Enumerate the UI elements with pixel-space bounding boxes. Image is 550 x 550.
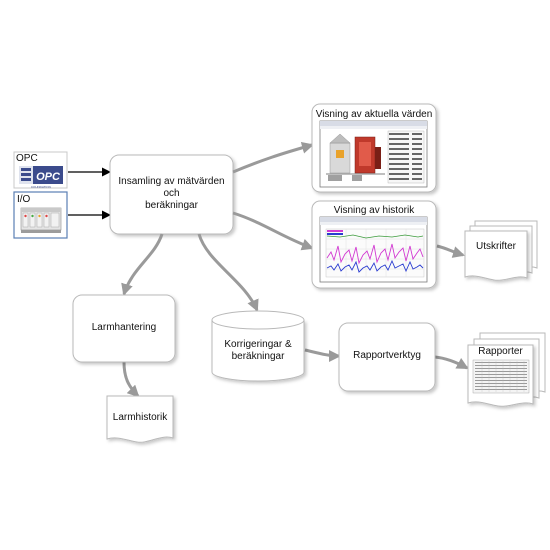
reports-table-thumbnail — [472, 359, 530, 394]
arrow-collect-to-corrections — [197, 233, 259, 312]
opc-logo: OPC FOUNDATION — [19, 166, 63, 189]
current-values-screenshot — [319, 120, 428, 188]
alarm-history-label: Larmhistorik — [112, 412, 168, 423]
corrections-database — [211, 310, 305, 382]
arrow-collect-to-current-values — [232, 141, 314, 174]
printouts-label: Utskrifter — [476, 241, 516, 252]
io-source — [13, 191, 68, 239]
arrow-alarm-to-history — [122, 361, 140, 398]
arrow-corrections-to-report-tool — [304, 348, 341, 362]
arrow-collect-to-alarm — [121, 233, 164, 296]
history-screenshot — [319, 216, 428, 283]
current-values-panel: Visning av aktuella värden — [311, 103, 437, 193]
arrow-history-to-printouts — [436, 244, 465, 258]
collect-node — [109, 154, 234, 235]
corrections-line2: beräkningar — [231, 351, 285, 362]
history-trend-green — [326, 234, 424, 239]
reports-doc-stack — [467, 332, 546, 407]
opc-logo-subtext: FOUNDATION — [31, 185, 51, 189]
io-module-image — [20, 207, 62, 233]
corrections-line1: Korrigeringar & — [224, 339, 292, 350]
opc-label: OPC — [16, 153, 38, 164]
alarm-node — [72, 294, 176, 363]
alarm-node-label: Larmhantering — [91, 322, 157, 333]
reports-label: Rapporter — [478, 346, 523, 357]
printouts-doc-stack — [464, 220, 538, 281]
collect-node-line3: beräkningar — [145, 200, 198, 211]
history-trend-blue — [326, 259, 424, 273]
arrow-report-tool-to-reports — [434, 355, 469, 370]
history-trend-magenta — [326, 243, 424, 265]
opc-source: OPC FOUNDATION — [13, 151, 68, 189]
arrow-collect-to-history — [232, 211, 314, 251]
io-label: I/O — [17, 194, 31, 205]
alarm-history-doc — [106, 395, 174, 443]
collect-node-line2: och — [163, 188, 180, 199]
history-title: Visning av historik — [334, 205, 415, 216]
current-values-title: Visning av aktuella värden — [316, 109, 433, 120]
opc-logo-text: OPC — [36, 171, 61, 183]
history-panel: Visning av historik — [311, 200, 437, 289]
collect-node-line1: Insamling av mätvärden — [118, 176, 225, 187]
report-tool-node — [338, 322, 436, 392]
report-tool-label: Rapportverktyg — [353, 350, 421, 361]
